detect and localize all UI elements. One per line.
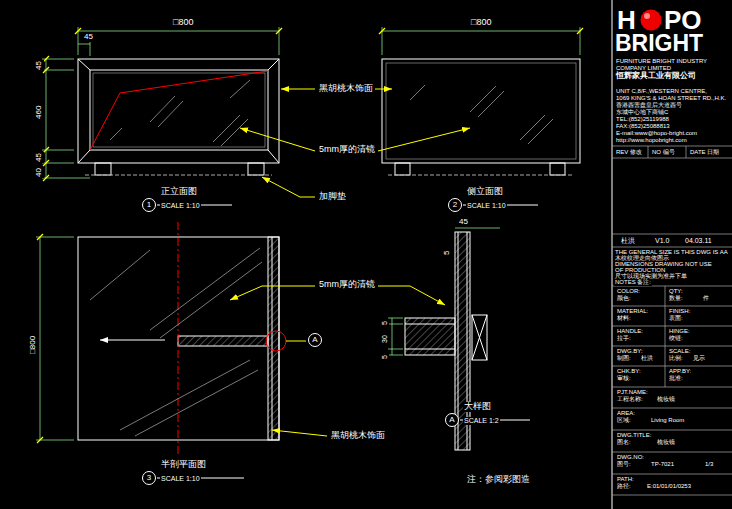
drawing-label: 40 <box>35 167 44 178</box>
drawing-label: □800 <box>470 18 492 28</box>
title-block-text: 1/3 <box>704 461 714 468</box>
title-block-text: 图号: <box>616 461 632 468</box>
title-block-text: V1.0 <box>654 237 670 245</box>
title-block-text: 见示 <box>692 355 706 362</box>
title-block-text: 04.03.11 <box>684 237 713 245</box>
drawing-label: 45 <box>83 33 94 42</box>
drawing-label: 460 <box>35 105 44 120</box>
title-block-text: 数量: <box>668 295 684 302</box>
title-block-text: 区域: <box>616 417 632 424</box>
view-callout-circle: 1正立面图SCALE 1:10 <box>142 198 156 212</box>
title-block-text: E-mail:www@hopo-bright.com <box>615 130 698 137</box>
drawing-label: 注：参阅彩图造 <box>466 475 531 485</box>
title-block-text: BRIGHT <box>614 31 704 56</box>
drawing-label: □800 <box>172 18 194 28</box>
title-block-text: FINISH: <box>668 308 691 315</box>
view-number: A <box>309 334 321 346</box>
title-block-text: 拉手: <box>616 335 632 342</box>
title-block-text: 工程名称: <box>616 396 644 403</box>
view-title: 大样图 <box>463 402 492 412</box>
view-number: A <box>446 414 458 426</box>
title-block-text: 梳妆镜 <box>656 439 676 446</box>
drawing-label: 5 <box>381 320 389 326</box>
drawing-label: 黑胡桃木饰面 <box>318 84 374 94</box>
title-block-text: 路径: <box>616 483 632 490</box>
title-block-text: 杜洪 <box>640 355 654 362</box>
title-block-text: 制图: <box>616 355 632 362</box>
drawing-label: 45 <box>35 152 44 163</box>
title-block-text: 恒辉家具工业有限公司 <box>615 72 697 81</box>
title-block-text: 香港西营盘皇后大道西号 <box>615 102 683 109</box>
drawing-label: 45 <box>35 60 44 71</box>
title-block-text: PJT.NAME: <box>616 389 649 396</box>
title-block-text: PATH: <box>616 476 635 483</box>
title-block-text: 1069 KING'S & HOAN STREET RD.,H.K. <box>615 95 727 102</box>
title-block-text: REV 修改 <box>615 149 643 156</box>
drawing-label: □800 <box>29 335 38 355</box>
title-block-text: 梳妆镜 <box>656 396 676 403</box>
view-callout-circle: A <box>308 333 322 347</box>
title-block-text: 东城中心地下商铺C <box>615 109 669 116</box>
view-number: 3 <box>143 472 155 484</box>
drawing-label: 45 <box>458 218 469 227</box>
title-block-text: HINGE: <box>668 328 691 335</box>
title-block-text: MATERIAL: <box>616 308 649 315</box>
view-title: 半剖平面图 <box>160 460 207 470</box>
title-block-text: COLOR: <box>616 288 641 295</box>
title-block-text: 颜色: <box>616 295 632 302</box>
drawing-label: 5mm厚的清镜 <box>318 145 376 155</box>
title-block-text: HANDLE: <box>616 328 644 335</box>
view-callout-circle: 2侧立面图SCALE 1:10 <box>448 198 462 212</box>
drawing-label: 5 <box>381 354 389 360</box>
view-callout-circle: 3半剖平面图SCALE 1:10 <box>142 471 156 485</box>
title-block-text: FURNITURE BRIGHT INDUSTRY <box>615 58 708 65</box>
drawing-label: 5mm厚的清镜 <box>318 280 376 290</box>
title-block-text: 审核: <box>616 375 632 382</box>
view-scale: SCALE 1:10 <box>160 475 201 483</box>
title-block-text: DWG.BY: <box>616 348 644 355</box>
drawing-label: 30 <box>381 334 389 344</box>
title-block-text: UNIT C,8/F.,WESTERN CENTRE, <box>615 88 708 95</box>
drawing-label: 加脚垫 <box>318 192 347 202</box>
title-block-text: 比例: <box>668 355 684 362</box>
title-block-text: TEL:(852)25119988 <box>615 116 670 123</box>
title-block-text: 图名: <box>616 439 632 446</box>
view-scale: SCALE 1:10 <box>160 202 201 210</box>
title-block-text: DWG.NO: <box>616 454 645 461</box>
title-block-text: SCALE: <box>668 348 691 355</box>
title-block-text: E:01/01/01/0253 <box>646 483 692 490</box>
view-scale: SCALE 1:10 <box>466 202 507 210</box>
view-scale: SCALE 1:2 <box>463 417 500 425</box>
view-title: 侧立面图 <box>466 187 504 197</box>
title-block-text: 批准: <box>668 375 684 382</box>
title-block-text: DWG.TITLE: <box>616 432 652 439</box>
drawing-label: 黑胡桃木饰面 <box>330 431 386 441</box>
title-block-text: http://www.hopobright.com <box>615 137 688 144</box>
title-block-text: CHK.BY: <box>616 368 642 375</box>
title-block-text: DATE 日期 <box>689 149 720 156</box>
title-block-text: 绞链: <box>668 335 684 342</box>
view-number: 1 <box>143 199 155 211</box>
title-block-text: TP-7021 <box>650 461 675 468</box>
title-block-text: COMPANY LIMITED <box>615 65 672 72</box>
view-callout-circle: A大样图SCALE 1:2 <box>445 413 459 427</box>
title-block-text: NO 编号 <box>651 149 676 156</box>
title-block-text: AREA: <box>616 410 636 417</box>
title-block-text: NOTES 备注: <box>614 279 652 286</box>
drawing-label: 5 <box>443 250 452 256</box>
view-number: 2 <box>449 199 461 211</box>
title-block-text: Living Room <box>650 417 685 424</box>
title-block-text: QTY: <box>668 288 684 295</box>
title-block-text: 件 <box>702 295 710 302</box>
title-block-text: 杜洪 <box>620 237 636 245</box>
title-block-text: 表面: <box>668 315 684 322</box>
title-block-text: 材料: <box>616 315 632 322</box>
title-block-text: FAX:(852)25088813 <box>615 123 671 130</box>
view-title: 正立面图 <box>160 187 198 197</box>
title-block-text: APP.BY: <box>668 368 692 375</box>
